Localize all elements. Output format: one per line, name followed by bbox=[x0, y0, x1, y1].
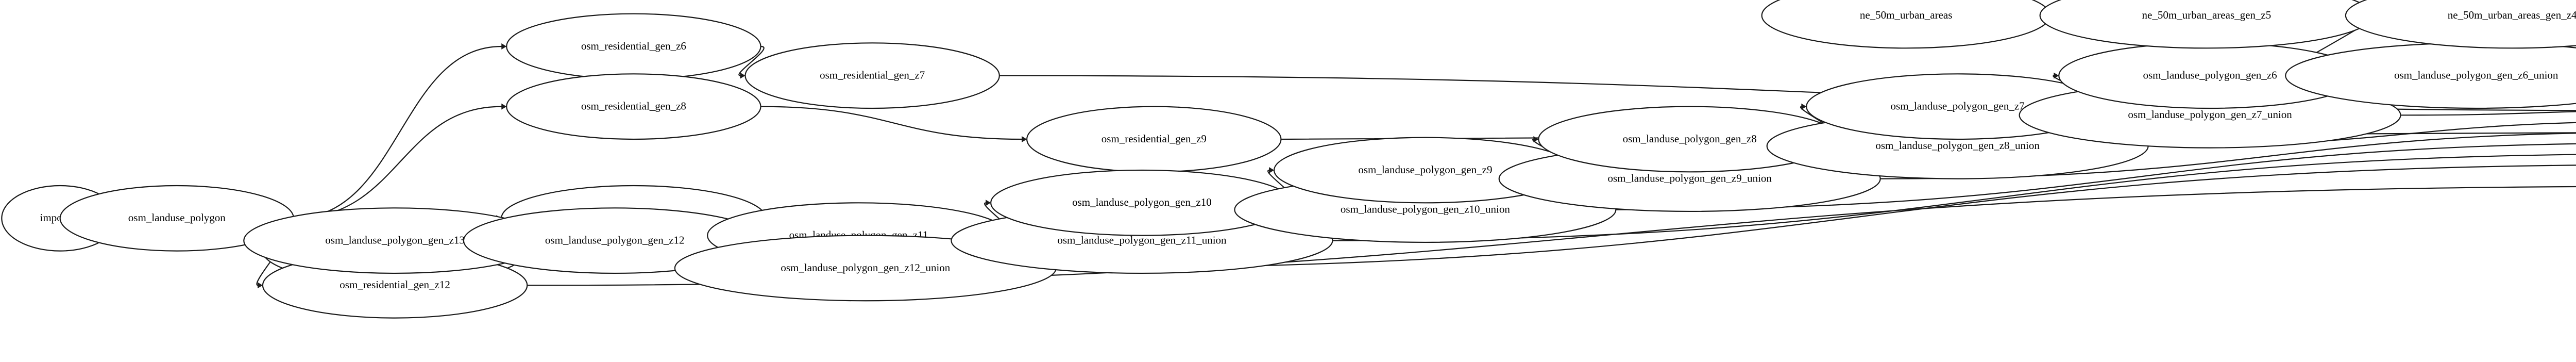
arrowhead bbox=[1269, 167, 1275, 173]
node-osm_residential_gen_z9[interactable]: osm_residential_gen_z9 bbox=[1026, 106, 1282, 173]
node-label: ne_50m_urban_areas bbox=[1860, 9, 1953, 21]
node-ne_50m_urban_areas_gen_z5[interactable]: ne_50m_urban_areas_gen_z5 bbox=[2039, 0, 2374, 49]
arrowhead bbox=[986, 200, 991, 206]
node-label: osm_residential_gen_z6 bbox=[581, 40, 686, 52]
arrowhead bbox=[1022, 136, 1027, 142]
node-label: osm_landuse_polygon_gen_z10_union bbox=[1341, 203, 1510, 215]
edge-osm_landuse_polygon_gen_z11_union-to-layer_landuse_z10 bbox=[1332, 154, 2576, 241]
edge-osm_landuse_polygon_gen_z12_union-to-layer_landuse_z11 bbox=[1056, 164, 2576, 269]
node-shape bbox=[2345, 0, 2576, 49]
node-label: osm_residential_gen_z12 bbox=[340, 278, 450, 291]
edge-osm_residential_gen_z6-to-osm_residential_gen_z7 bbox=[738, 45, 765, 76]
arrowhead bbox=[257, 282, 263, 289]
node-ne_50m_urban_areas_gen_z4[interactable]: ne_50m_urban_areas_gen_z4 bbox=[2345, 0, 2576, 49]
node-label: osm_landuse_polygon_gen_z10 bbox=[1072, 196, 1212, 208]
edge-osm_landuse_polygon-to-osm_residential_gen_z8 bbox=[293, 106, 502, 219]
node-label: osm_residential_gen_z7 bbox=[820, 69, 925, 81]
edge-osm_landuse_polygon-to-osm_residential_gen_z6 bbox=[293, 45, 502, 219]
node-label: ne_50m_urban_areas_gen_z5 bbox=[2142, 9, 2272, 21]
node-shape bbox=[744, 42, 1000, 109]
node-label: osm_landuse_polygon_gen_z8_union bbox=[1875, 139, 2040, 152]
node-label: osm_landuse_polygon_gen_z6_union bbox=[2394, 69, 2558, 81]
node-label: osm_residential_gen_z8 bbox=[581, 100, 686, 112]
node-shape bbox=[506, 73, 761, 140]
node-osm_residential_gen_z6[interactable]: osm_residential_gen_z6 bbox=[506, 13, 761, 80]
node-osm_landuse_polygon_gen_z13[interactable]: osm_landuse_polygon_gen_z13 bbox=[243, 207, 547, 274]
arrowhead bbox=[1801, 103, 1807, 110]
node-osm_landuse_polygon[interactable]: osm_landuse_polygon bbox=[59, 185, 295, 252]
edge-osm_residential_gen_z8-to-osm_residential_gen_z9 bbox=[760, 106, 1023, 140]
edge-osm_landuse_polygon_gen_z10_union-to-layer_landuse_z9 bbox=[1616, 143, 2576, 210]
node-osm_landuse_polygon_gen_z12_union[interactable]: osm_landuse_polygon_gen_z12_union bbox=[674, 235, 1057, 302]
node-label: osm_residential_gen_z9 bbox=[1101, 133, 1207, 145]
node-shape bbox=[1761, 0, 2051, 49]
arrowhead bbox=[501, 43, 507, 50]
node-label: osm_landuse_polygon_gen_z13 bbox=[325, 234, 465, 246]
node-label: osm_landuse_polygon_gen_z9 bbox=[1358, 163, 1492, 176]
node-layer: imposm3osm_landuse_polygonosm_residentia… bbox=[1, 0, 2576, 319]
edge-osm_landuse_polygon_gen_z7_union-to-layer_landuse_z6 bbox=[2400, 111, 2576, 116]
arrowhead bbox=[740, 72, 745, 79]
node-label: osm_landuse_polygon_gen_z7_union bbox=[2128, 108, 2292, 121]
arrowhead bbox=[501, 103, 507, 110]
node-label: osm_landuse_polygon_gen_z7 bbox=[1891, 100, 2025, 112]
node-osm_residential_gen_z7[interactable]: osm_residential_gen_z7 bbox=[744, 42, 1000, 109]
node-label: osm_landuse_polygon_gen_z8 bbox=[1623, 133, 1757, 145]
node-label: osm_landuse_polygon_gen_z12_union bbox=[781, 261, 950, 274]
node-label: osm_landuse_polygon_gen_z9_union bbox=[1607, 172, 1772, 184]
node-ne_50m_urban_areas[interactable]: ne_50m_urban_areas bbox=[1761, 0, 2051, 49]
node-osm_landuse_polygon_gen_z10[interactable]: osm_landuse_polygon_gen_z10 bbox=[990, 169, 1294, 236]
node-osm_residential_gen_z8[interactable]: osm_residential_gen_z8 bbox=[506, 73, 761, 140]
arrowhead bbox=[2054, 72, 2059, 79]
arrowhead bbox=[1533, 136, 1539, 142]
node-osm_landuse_polygon_gen_z6[interactable]: osm_landuse_polygon_gen_z6 bbox=[2058, 42, 2362, 109]
node-osm_landuse_polygon_gen_z8[interactable]: osm_landuse_polygon_gen_z8 bbox=[1538, 106, 1842, 173]
node-label: osm_landuse_polygon_gen_z12 bbox=[545, 234, 685, 246]
node-label: ne_50m_urban_areas_gen_z4 bbox=[2448, 9, 2576, 21]
node-shape bbox=[2039, 0, 2374, 49]
node-osm_landuse_polygon_gen_z9[interactable]: osm_landuse_polygon_gen_z9 bbox=[1273, 137, 1577, 204]
node-label: osm_landuse_polygon_gen_z6 bbox=[2143, 69, 2277, 81]
node-label: osm_landuse_polygon bbox=[128, 211, 226, 224]
